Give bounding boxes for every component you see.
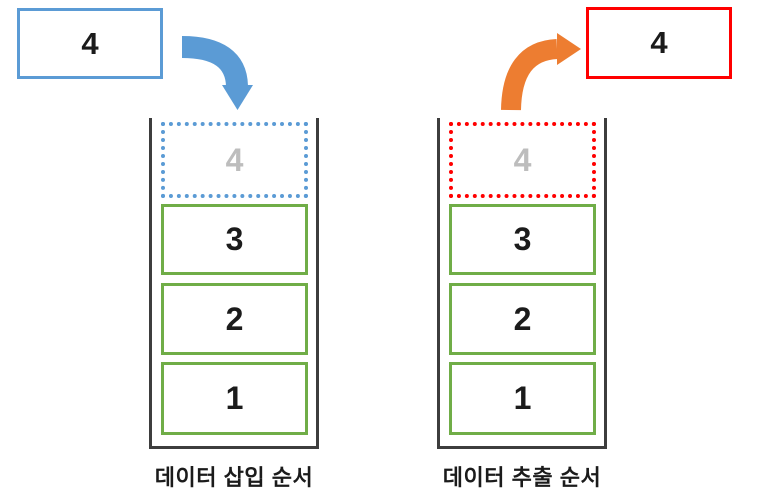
push-stack-item-3-label: 3 bbox=[225, 221, 244, 257]
pop-outgoing-value: 4 bbox=[650, 25, 668, 60]
pop-outgoing-value-box: 4 bbox=[586, 7, 732, 79]
pop-stack-item-1-label: 1 bbox=[513, 380, 532, 416]
pop-stack-item-1: 1 bbox=[449, 362, 596, 435]
push-stack-item-2: 2 bbox=[161, 283, 308, 355]
push-caption: 데이터 삽입 순서 bbox=[154, 465, 314, 490]
curved-arrow-up-right-icon bbox=[501, 33, 581, 111]
pop-stack-item-2-label: 2 bbox=[513, 300, 532, 337]
push-stack-item-3: 3 bbox=[161, 204, 308, 275]
push-stack-item-1-label: 1 bbox=[225, 380, 244, 416]
pop-stack-item-2: 2 bbox=[449, 283, 596, 355]
push-stack-item-2-label: 2 bbox=[225, 300, 244, 337]
curved-arrow-down-icon bbox=[181, 36, 253, 110]
pop-caption: 데이터 추출 순서 bbox=[442, 465, 602, 490]
pop-stack-container: 4 3 2 1 bbox=[437, 118, 607, 449]
pop-stack-item-3: 3 bbox=[449, 204, 596, 275]
push-stack-item-1: 1 bbox=[161, 362, 308, 435]
pop-pending-slot: 4 bbox=[449, 122, 596, 198]
push-pending-slot: 4 bbox=[161, 122, 308, 198]
pop-pending-value: 4 bbox=[513, 141, 532, 178]
push-stack-container: 4 3 2 1 bbox=[149, 118, 319, 449]
push-incoming-value-box: 4 bbox=[17, 8, 163, 79]
pop-stack-item-3-label: 3 bbox=[513, 221, 532, 257]
push-incoming-value: 4 bbox=[81, 25, 99, 61]
push-pending-value: 4 bbox=[225, 141, 244, 178]
